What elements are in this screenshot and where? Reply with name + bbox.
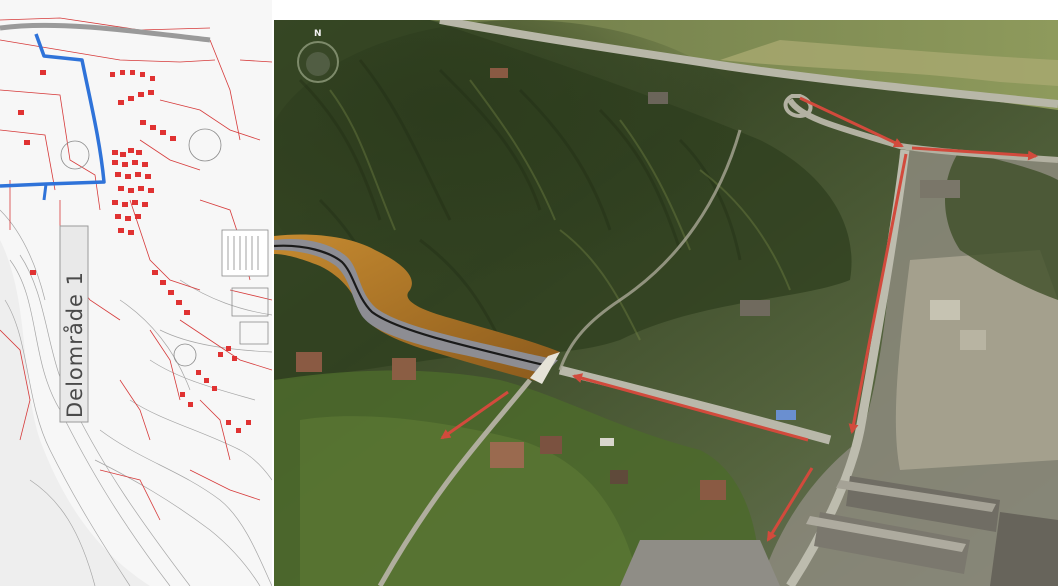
apartment-blocks: [806, 476, 1058, 586]
panel-divider: [272, 0, 274, 586]
road-model: [274, 234, 560, 384]
terrain-shading: [0, 240, 150, 586]
compass-widget[interactable]: N: [297, 29, 339, 83]
traffic-arrows: [440, 96, 1038, 542]
area-label: Delområde 1: [62, 271, 87, 418]
aerial-view-panel: N: [274, 20, 1058, 586]
buildings: [18, 70, 251, 433]
main-road-aerial: [439, 20, 1058, 108]
houses: [296, 68, 986, 500]
arrow-south: [848, 153, 908, 434]
compass-inner: [306, 52, 330, 76]
arrow-east: [911, 146, 1038, 161]
contour-lines: [0, 209, 272, 586]
forest-texture: [298, 59, 742, 341]
arrow-to-house: [440, 390, 509, 440]
compass-north-label: N: [314, 29, 322, 39]
access-road: [558, 365, 832, 445]
lower-meadow-light: [300, 416, 640, 586]
proposed-road: [0, 33, 106, 188]
proposed-road-branch: [42, 183, 48, 201]
arrow-southwest: [766, 467, 814, 542]
forest-highlights: [329, 79, 791, 341]
arrow-roundabout-east: [799, 96, 904, 148]
road-model-tip: [530, 352, 560, 384]
hill-right: [945, 150, 1058, 300]
parking-lot: [620, 540, 780, 586]
property-boundaries: [0, 17, 272, 521]
road-model-edge: [274, 244, 549, 368]
trail-mid: [558, 129, 742, 371]
arrow-west: [572, 373, 809, 442]
main-road-top: [0, 22, 211, 43]
road-model-asphalt: [274, 238, 558, 374]
area-label-group: Delområde 1: [59, 225, 89, 423]
planning-map-panel: Delområde 1: [0, 0, 272, 586]
path-left: [377, 378, 532, 586]
top-field-strip: [720, 40, 1058, 86]
parking-structure: [60, 128, 269, 367]
